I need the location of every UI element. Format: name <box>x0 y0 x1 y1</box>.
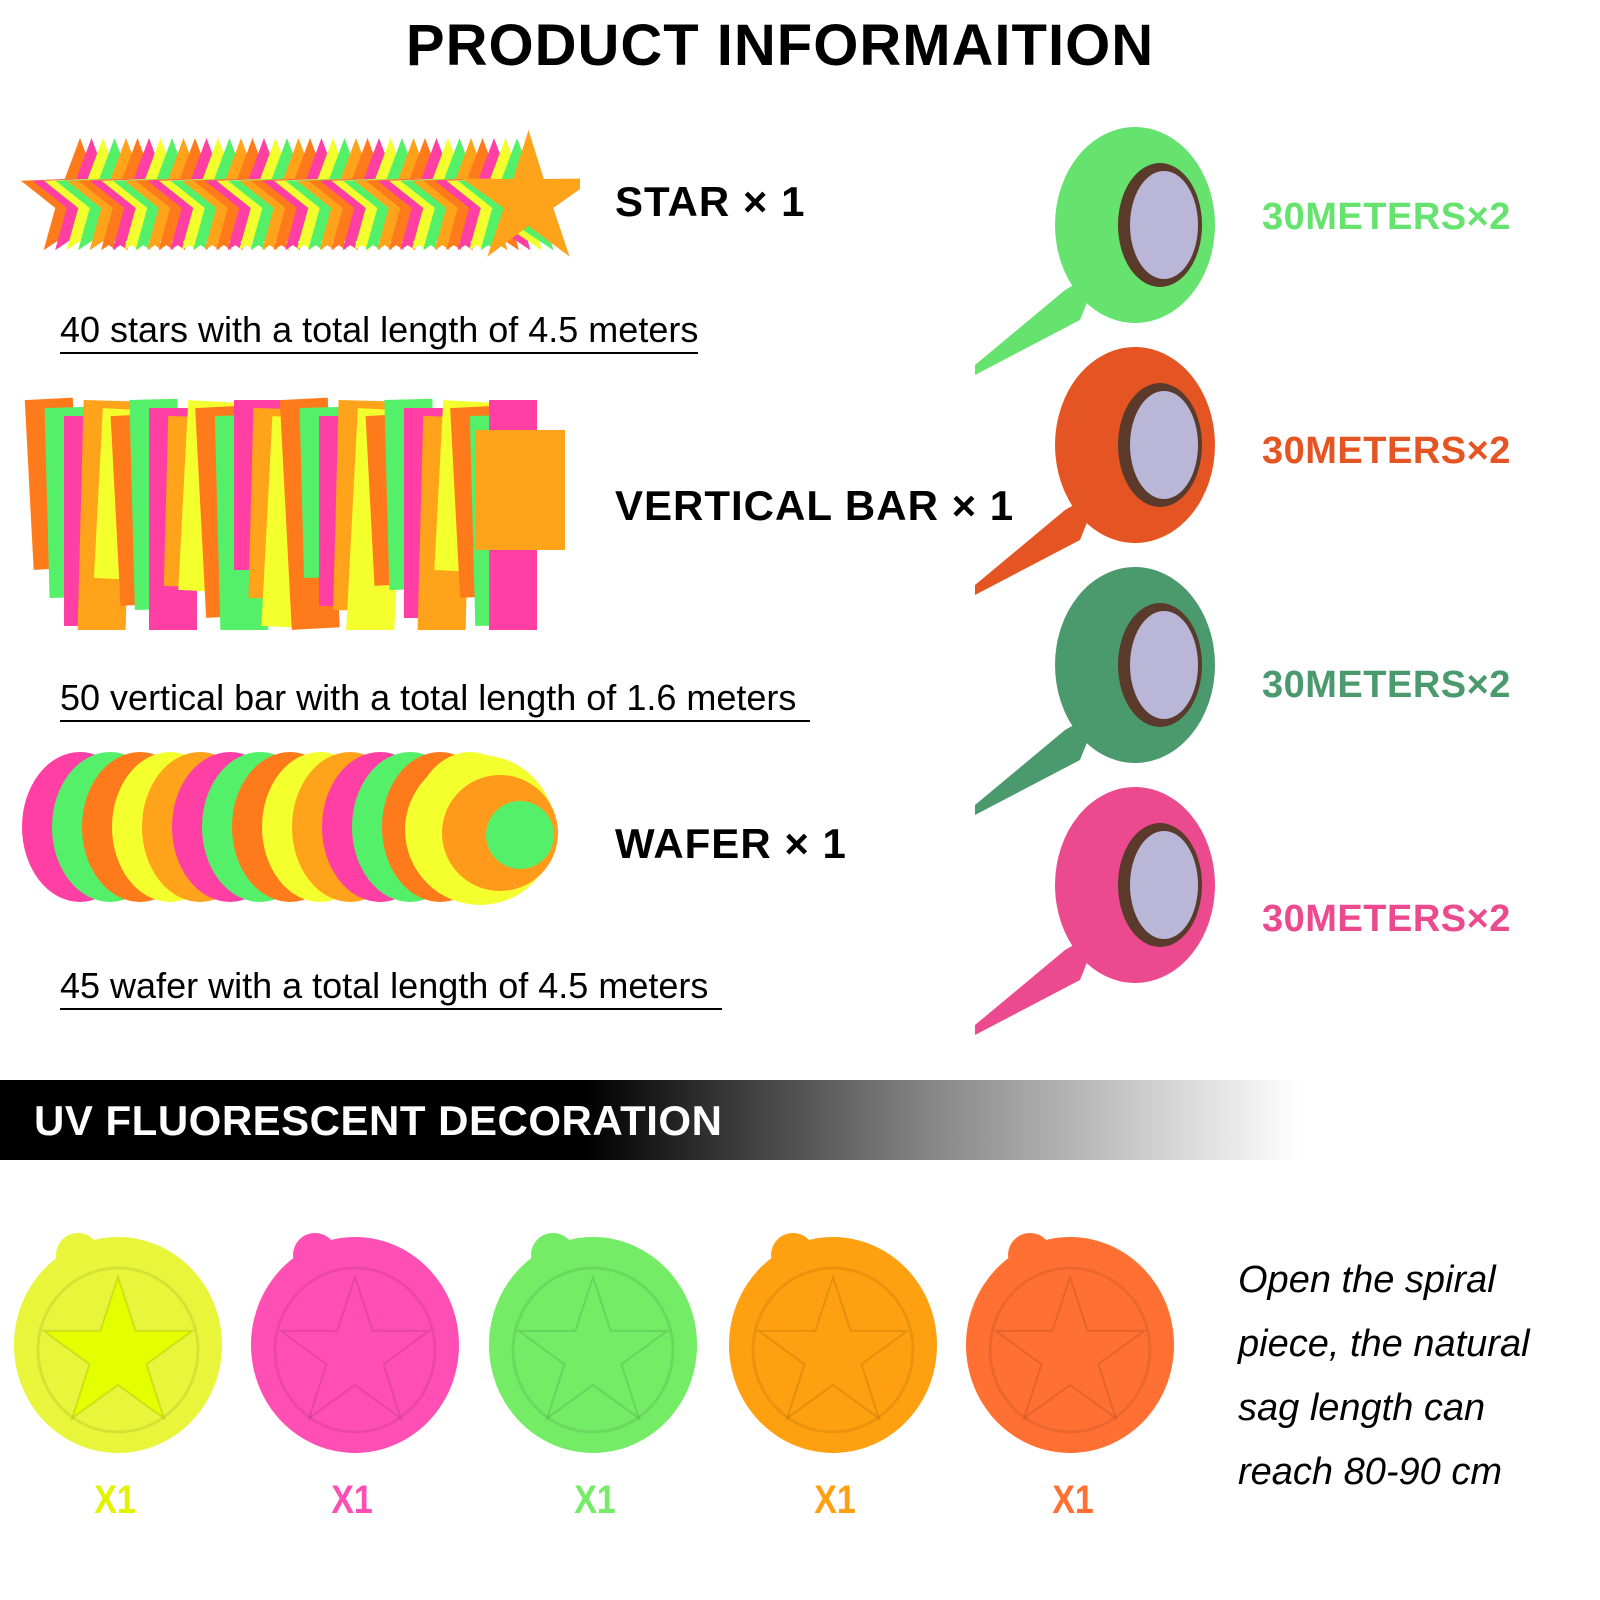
spiral-note: Open the spiral piece, the natural sag l… <box>1238 1248 1530 1504</box>
spiral-ring <box>511 1266 675 1434</box>
star-icon <box>40 1273 196 1421</box>
tape-length-label: 30METERS×2 <box>1262 196 1511 238</box>
tape-hole <box>1130 171 1198 279</box>
spiral-ring <box>751 1266 915 1434</box>
spiral-ring <box>988 1266 1152 1434</box>
tape-length-label: 30METERS×2 <box>1262 664 1511 706</box>
spiral-quantity: X1 <box>331 1478 373 1522</box>
spiral-ring <box>36 1266 200 1434</box>
star-description: 40 stars with a total length of 4.5 mete… <box>60 310 699 354</box>
spiral-tail <box>531 1233 575 1277</box>
wafer-label: WAFER × 1 <box>615 820 847 867</box>
tape-strip <box>975 930 1100 1035</box>
star-icon <box>755 1273 911 1421</box>
wafer-shape <box>486 801 554 869</box>
spiral-ring <box>273 1266 437 1434</box>
bar-shape <box>475 430 565 550</box>
vertical-bar-garland-image <box>24 397 565 630</box>
star-icon <box>992 1273 1148 1421</box>
tape-length-label: 30METERS×2 <box>1262 898 1511 940</box>
tape-strip <box>975 270 1100 375</box>
star-label: STAR × 1 <box>615 178 806 225</box>
tape-length-label: 30METERS×2 <box>1262 430 1511 472</box>
tape-strip <box>975 710 1100 815</box>
note-line: reach 80-90 cm <box>1238 1451 1503 1493</box>
note-line: sag length can <box>1238 1387 1486 1429</box>
vertical-bar-description: 50 vertical bar with a total length of 1… <box>60 678 811 722</box>
tape-rolls-image <box>975 127 1215 1035</box>
star-icon <box>277 1273 433 1421</box>
star-shape <box>461 130 580 257</box>
wafer-description: 45 wafer with a total length of 4.5 mete… <box>60 966 723 1010</box>
vertical-bar-label: VERTICAL BAR × 1 <box>615 482 1015 529</box>
spiral-decorations-image <box>14 1233 1174 1453</box>
page-title: PRODUCT INFORMAITION <box>405 13 1155 78</box>
note-line: piece, the natural <box>1238 1323 1530 1365</box>
spiral-quantity: X1 <box>1052 1478 1094 1522</box>
spiral-tail <box>56 1233 100 1277</box>
tape-hole <box>1130 611 1198 719</box>
spiral-tail <box>293 1233 337 1277</box>
spiral-disc <box>729 1237 937 1453</box>
spiral-tail <box>771 1233 815 1277</box>
spiral-disc <box>251 1237 459 1453</box>
section-banner: UV FLUORESCENT DECORATION <box>0 1080 1300 1160</box>
spiral-disc <box>966 1237 1174 1453</box>
spiral-disc <box>489 1237 697 1453</box>
spiral-quantity: X1 <box>814 1478 856 1522</box>
tape-strip <box>975 490 1100 595</box>
spiral-quantity: X1 <box>94 1478 136 1522</box>
tape-hole <box>1130 391 1198 499</box>
wafer-garland-image <box>22 752 558 905</box>
tape-hole <box>1130 831 1198 939</box>
spiral-tail <box>1008 1233 1052 1277</box>
note-line: Open the spiral <box>1238 1259 1496 1301</box>
spiral-quantity: X1 <box>574 1478 616 1522</box>
section-heading: UV FLUORESCENT DECORATION <box>34 1097 723 1144</box>
star-garland-image <box>21 130 580 257</box>
star-icon <box>515 1273 671 1421</box>
